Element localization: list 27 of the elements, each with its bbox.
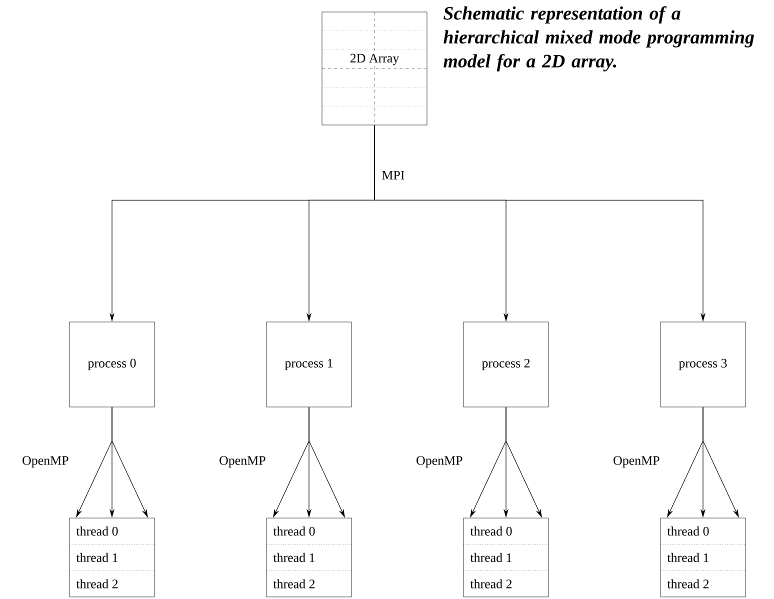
thread-cell: thread 1 [470, 552, 512, 562]
thread-box [463, 518, 549, 598]
edge-label: OpenMP [416, 456, 462, 468]
thread-cell: thread 0 [76, 526, 118, 536]
thread-cell: thread 0 [667, 526, 709, 536]
thread-cell: thread 0 [273, 526, 315, 536]
thread-cell: thread 1 [667, 552, 708, 562]
thread-box [266, 518, 352, 598]
process-box: process 1 [266, 322, 352, 408]
thread-cell: thread 2 [273, 579, 315, 588]
process-box: process 2 [463, 322, 549, 408]
thread-box [660, 518, 746, 598]
thread-cell: thread 2 [470, 579, 512, 588]
thread-cell: thread 1 [273, 552, 314, 562]
edge-label: OpenMP [220, 456, 266, 468]
thread-cell: thread 2 [667, 579, 709, 588]
process-box: process 0 [69, 322, 155, 408]
edge-label: MPI [382, 170, 404, 180]
process-box: process 3 [660, 322, 746, 408]
edge-label: OpenMP [22, 456, 68, 468]
caption: Schematic representation of a hierarchical mixed mode programming model for a 2D array. [444, 6, 754, 72]
thread-cell: thread 1 [76, 552, 118, 562]
edge-label: OpenMP [614, 456, 660, 468]
thread-cell: thread 2 [76, 579, 118, 588]
thread-cell: thread 0 [470, 526, 512, 536]
array-box: 2D Array [322, 12, 428, 126]
thread-box [69, 518, 155, 598]
